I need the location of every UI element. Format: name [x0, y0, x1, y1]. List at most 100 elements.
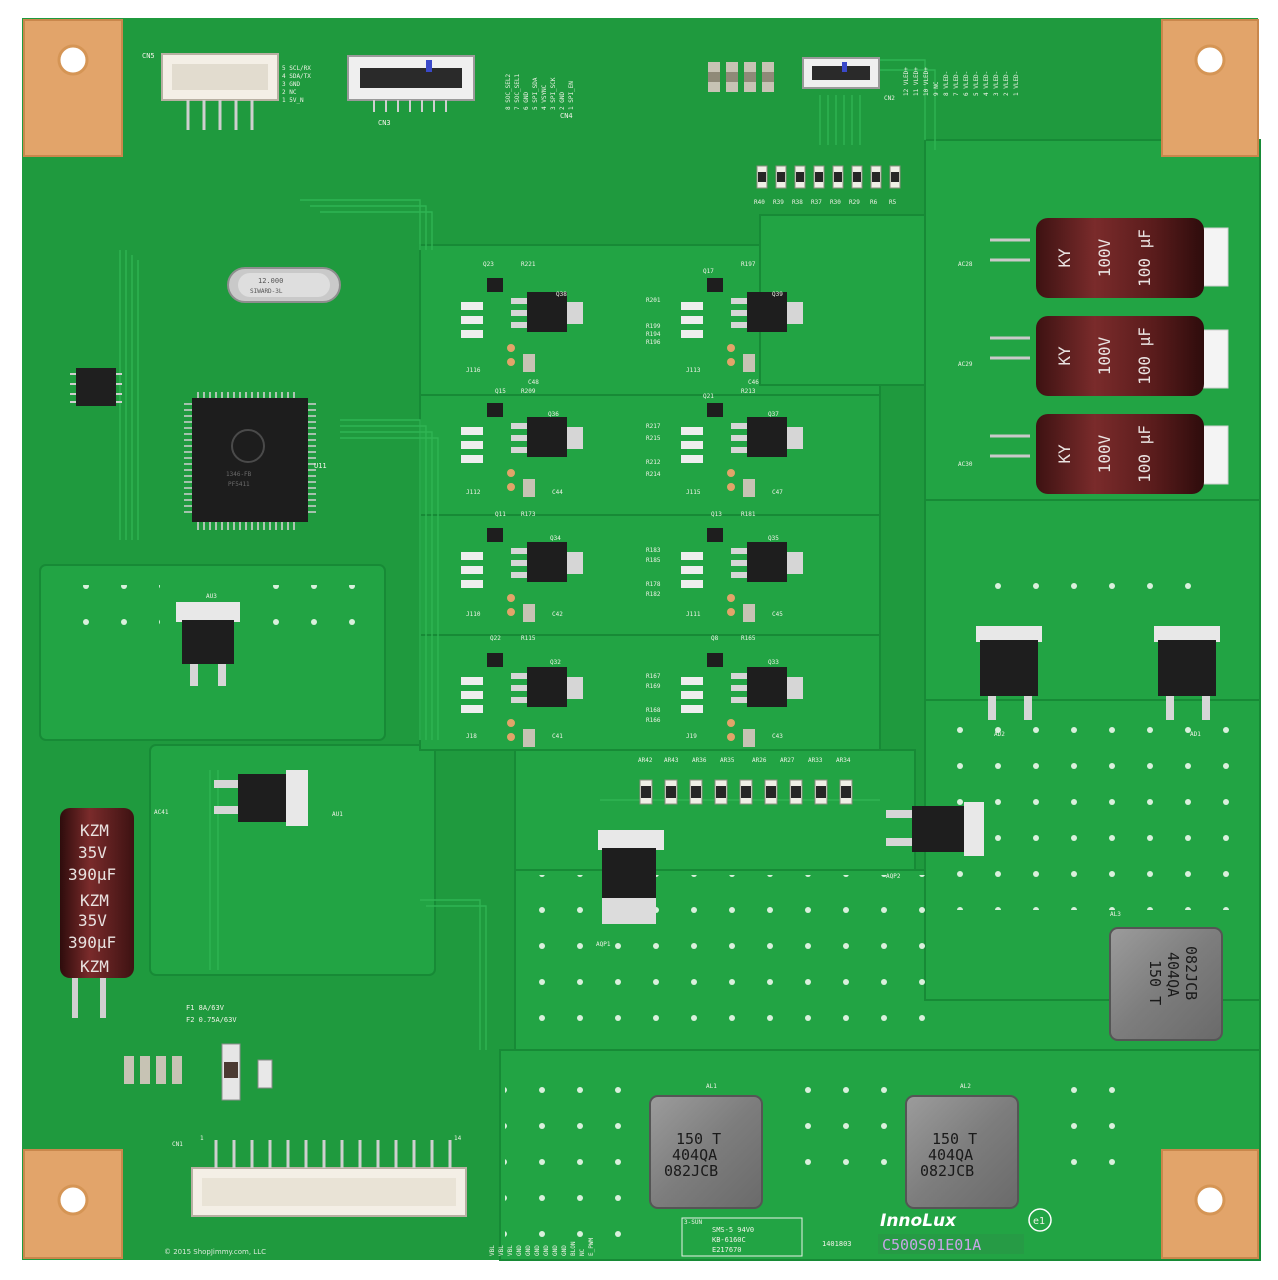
cn1-ref: CN1	[172, 1141, 183, 1148]
channel-labels: Q23 Q38 R221 Q17 Q39 R197 R201 R199 R194…	[466, 261, 783, 740]
ad2-ref: AD2	[994, 731, 1005, 738]
q11: Q11	[495, 511, 506, 518]
c48: C48	[528, 379, 539, 386]
al3-ref: AL3	[1110, 911, 1121, 918]
cn4-labels: CN4 8 SOC_SEL2 7 SOC_SEL1 6 GND 5 SPI_SD…	[505, 73, 575, 120]
cn1-lbl-8: GND	[552, 1245, 559, 1256]
q13: Q13	[711, 511, 722, 518]
r168: R168	[646, 707, 661, 714]
j112: J112	[466, 489, 481, 496]
q22: Q22	[490, 635, 501, 642]
cn5-pin-5: 5 SCL/RX	[282, 65, 311, 72]
cn2-pin-11: 11 VLED+	[913, 67, 920, 96]
cn2-pin-12: 12 VLED+	[903, 67, 910, 96]
q39: Q39	[772, 291, 783, 298]
ac30-line1: KY	[1055, 444, 1074, 464]
cn2-pin-5: 5 VLED-	[973, 71, 980, 96]
cn2-pin-4: 4 VLED-	[983, 71, 990, 96]
connector-cn3: CN3	[347, 55, 475, 127]
j111: J111	[686, 611, 701, 618]
channel-3	[461, 403, 583, 497]
inductor-al2: 150 T 404QA 082JCB AL2	[905, 1083, 1019, 1209]
cn2-pin-1: 1 VLED-	[1013, 71, 1020, 96]
cn1-lbl-10: BLON	[570, 1241, 577, 1256]
cn1-pin-last: 14	[454, 1135, 462, 1142]
ac28-line1: KY	[1055, 248, 1074, 268]
u11-line1: 1346-FB	[226, 471, 252, 478]
al3-line2: 404QA	[1164, 952, 1182, 997]
r169: R169	[646, 683, 661, 690]
part-number: C500S01E01A	[882, 1236, 981, 1254]
u11-line2: PF5411	[228, 481, 250, 488]
crystal-maker: SIWARD-3L	[250, 288, 283, 295]
ac30-line3: 100 µF	[1135, 425, 1154, 483]
fuse-f2: F2 0.75A/63V	[186, 1016, 237, 1024]
q35: Q35	[768, 535, 779, 542]
q33: Q33	[768, 659, 779, 666]
c43: C43	[772, 733, 783, 740]
channel-1	[461, 278, 583, 372]
al2-ref: AL2	[960, 1083, 971, 1090]
r39: R39	[773, 199, 784, 206]
ul-marking: 3-SUN SMS-5 94V0 KB-6160C E217670 140180…	[681, 1217, 852, 1257]
cn1-pin-first: 1	[200, 1135, 204, 1142]
innolux-logo: InnoLux	[880, 1211, 957, 1231]
ul-line4: E217670	[712, 1246, 742, 1254]
cap-bank-top	[708, 62, 774, 92]
cn4-pin-1: 1 SPI_EN	[568, 81, 575, 110]
ac28-line2: 100V	[1095, 238, 1114, 277]
cn4-pin-6: 6 GND	[523, 92, 530, 110]
al3-line3: 082JCB	[1182, 946, 1200, 1000]
j18: J18	[466, 733, 477, 740]
cn4-pin-7: 7 SOC_SEL1	[514, 73, 521, 110]
r214: R214	[646, 471, 661, 478]
ac41-line4: KZM	[80, 891, 109, 910]
led-driver-channels	[461, 278, 803, 747]
q23: Q23	[483, 261, 494, 268]
r199: R199	[646, 323, 661, 330]
connector-cn1: CN1 1 14 VBL VBL VBL GND GND GND GND GND…	[172, 1135, 595, 1256]
ac29-ref: AC29	[958, 361, 973, 368]
cn1-lbl-1: VBL	[489, 1245, 496, 1256]
j113: J113	[686, 367, 701, 374]
ac30-line2: 100V	[1095, 434, 1114, 473]
ac30-ref: AC30	[958, 461, 973, 468]
cap-ac29: KY 100V 100 µF AC29	[958, 316, 1229, 396]
r185: R185	[646, 557, 661, 564]
r197: R197	[741, 261, 756, 268]
q36: Q36	[548, 411, 559, 418]
al2-line1: 150 T	[932, 1130, 977, 1148]
ac41-line7: KZM	[80, 957, 109, 976]
r221: R221	[521, 261, 536, 268]
channel-5	[461, 528, 583, 622]
q15: Q15	[495, 388, 506, 395]
au1: AU1	[214, 770, 343, 826]
ar43: AR43	[664, 757, 679, 764]
cn5-pin-3: 3 GND	[282, 81, 300, 88]
ul-line3: KB-6160C	[712, 1236, 746, 1244]
ac41-line1: KZM	[80, 821, 109, 840]
cn2-pin-3: 3 VLED-	[993, 71, 1000, 96]
al2-line3: 082JCB	[920, 1162, 974, 1180]
q38: Q38	[556, 291, 567, 298]
cn4-pin-4: 4 VSYNC	[541, 84, 548, 110]
ar27: AR27	[780, 757, 795, 764]
ar42: AR42	[638, 757, 653, 764]
fuse-f1: F1 8A/63V	[186, 1004, 225, 1012]
connector-cn5: CN5 5 SCL/RX 4 SDA/TX 3 GND 2 NC 1 5V_N	[142, 52, 311, 130]
q17: Q17	[703, 268, 714, 275]
c46: C46	[748, 379, 759, 386]
r215: R215	[646, 435, 661, 442]
r201: R201	[646, 297, 661, 304]
cn2-pin-7: 7 VLED-	[953, 71, 960, 96]
ic-small-left	[70, 368, 122, 406]
ad1: AD1	[1154, 626, 1220, 738]
al1-ref: AL1	[706, 1083, 717, 1090]
au1-ref: AU1	[332, 811, 343, 818]
r37: R37	[811, 199, 822, 206]
c41: C41	[552, 733, 563, 740]
ad2: AD2	[976, 626, 1042, 738]
cn5-pin-2: 2 NC	[282, 89, 297, 96]
r209: R209	[521, 388, 536, 395]
r29: R29	[849, 199, 860, 206]
